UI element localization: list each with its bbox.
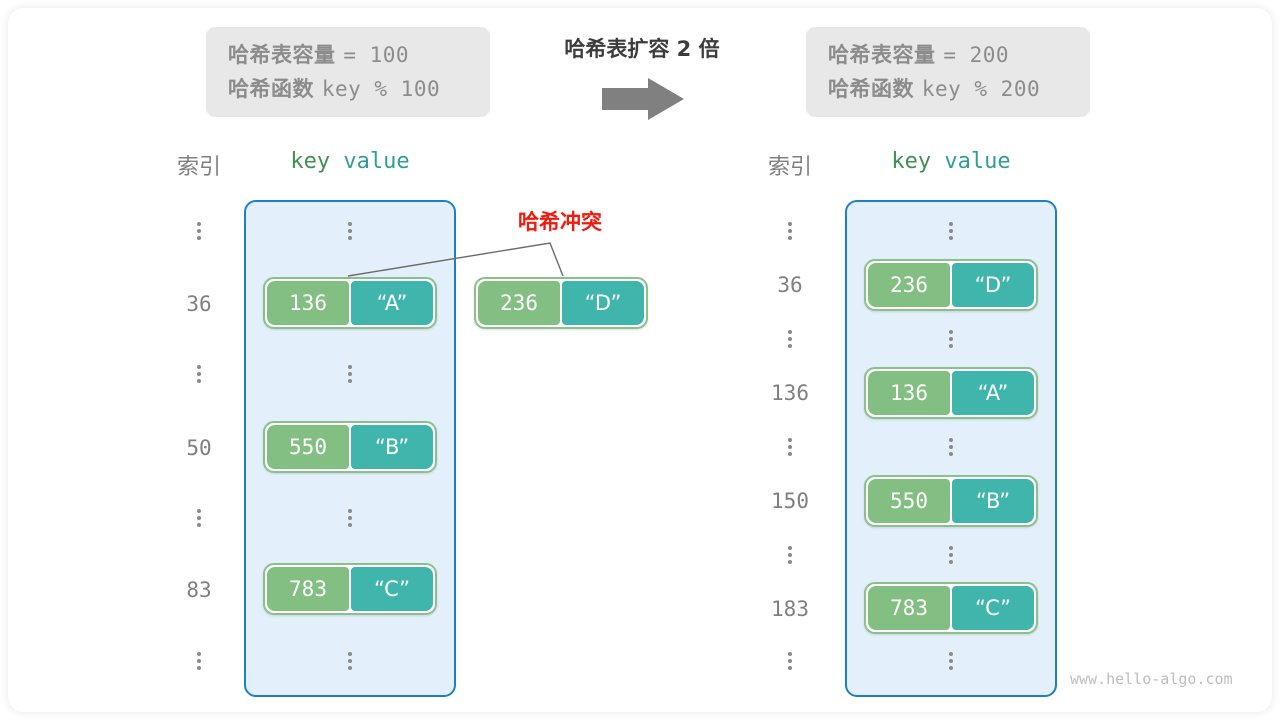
before-kv-header: key value: [290, 149, 410, 174]
entry-key: 550: [868, 479, 950, 523]
entry-value: “C”: [351, 567, 433, 611]
entry-key: 236: [478, 281, 560, 325]
after-index-dots-1: [745, 330, 835, 348]
before-bucket-dots-0: [305, 222, 395, 240]
after-kv-header: key value: [891, 149, 1011, 174]
entry-value: “B”: [952, 479, 1034, 523]
entry-value: “D”: [952, 263, 1034, 307]
before-entry-50[interactable]: 550 “B”: [263, 421, 437, 473]
before-index-dots-2: [154, 509, 244, 527]
entry-key: 136: [267, 281, 349, 325]
before-info-box: 哈希表容量 = 100 哈希函数 key % 100: [206, 27, 490, 117]
after-function-line: 哈希函数 key % 200: [828, 77, 1041, 101]
entry-key: 783: [868, 586, 950, 630]
after-entry-36[interactable]: 236 “D”: [864, 259, 1038, 311]
after-bucket-dots-1: [906, 330, 996, 348]
after-bucket-dots-0: [906, 222, 996, 240]
page-card: [8, 8, 1272, 712]
after-capacity-line: 哈希表容量 = 200: [828, 43, 1010, 67]
before-index-50: 50: [186, 436, 212, 460]
entry-value: “A”: [952, 371, 1034, 415]
after-bucket-dots-4: [906, 652, 996, 670]
entry-value: “D”: [562, 281, 644, 325]
after-bucket-dots-3: [906, 546, 996, 564]
after-index-136: 136: [771, 381, 809, 405]
after-index-dots-2: [745, 438, 835, 456]
before-index-dots-3: [154, 652, 244, 670]
before-bucket-dots-1: [305, 365, 395, 383]
before-function-line: 哈希函数 key % 100: [228, 77, 441, 101]
after-index-dots-0: [745, 222, 835, 240]
after-index-header: 索引: [767, 155, 812, 180]
entry-key: 550: [267, 425, 349, 469]
before-entry-36[interactable]: 136 “A”: [263, 277, 437, 329]
after-bucket-dots-2: [906, 438, 996, 456]
entry-value: “A”: [351, 281, 433, 325]
before-index-dots-0: [154, 222, 244, 240]
incoming-entry[interactable]: 236 “D”: [474, 277, 648, 329]
watermark: www.hello-algo.com: [1070, 670, 1233, 688]
entry-key: 783: [267, 567, 349, 611]
before-index-36: 36: [186, 292, 212, 316]
before-index-header: 索引: [176, 155, 221, 180]
expand-title: 哈希表扩容 2 倍: [564, 37, 720, 61]
after-index-dots-3: [745, 546, 835, 564]
before-entry-83[interactable]: 783 “C”: [263, 563, 437, 615]
before-capacity-line: 哈希表容量 = 100: [228, 43, 410, 67]
after-index-36: 36: [777, 273, 803, 297]
after-entry-136[interactable]: 136 “A”: [864, 367, 1038, 419]
after-entry-183[interactable]: 783 “C”: [864, 582, 1038, 634]
before-index-dots-1: [154, 365, 244, 383]
before-index-83: 83: [186, 578, 212, 602]
collision-label: 哈希冲突: [518, 210, 602, 234]
after-index-183: 183: [771, 597, 809, 621]
entry-key: 136: [868, 371, 950, 415]
after-info-box: 哈希表容量 = 200 哈希函数 key % 200: [806, 27, 1090, 117]
after-index-150: 150: [771, 489, 809, 513]
after-entry-150[interactable]: 550 “B”: [864, 475, 1038, 527]
before-bucket-dots-2: [305, 509, 395, 527]
after-index-dots-4: [745, 652, 835, 670]
entry-value: “B”: [351, 425, 433, 469]
right-arrow-icon: [598, 76, 688, 122]
entry-key: 236: [868, 263, 950, 307]
before-bucket-dots-3: [305, 652, 395, 670]
entry-value: “C”: [952, 586, 1034, 630]
